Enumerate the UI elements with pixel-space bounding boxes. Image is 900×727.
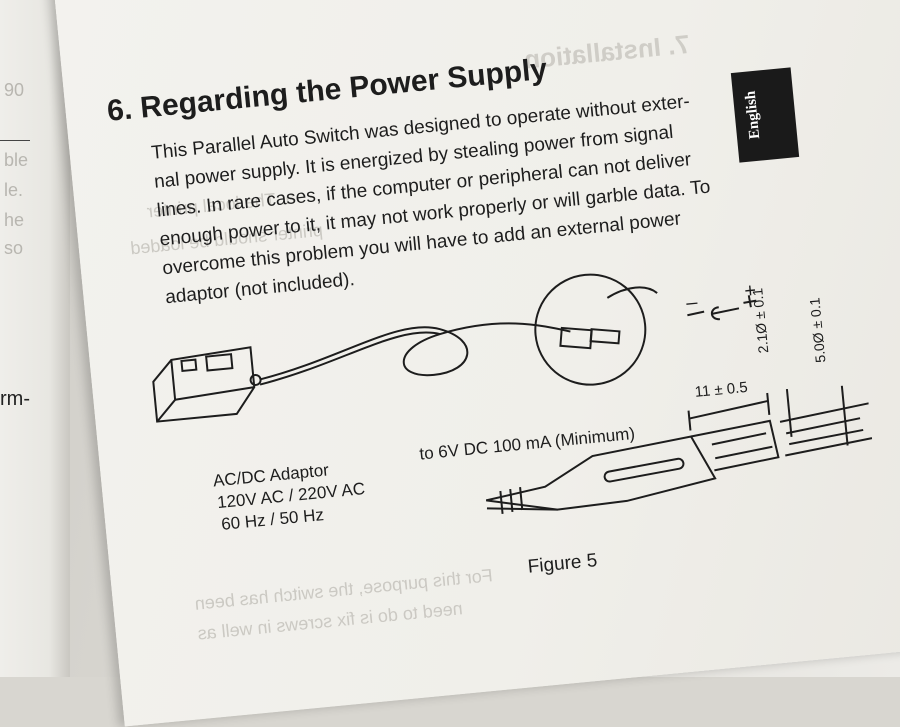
page-content: 7. Installation a. The local printer pri…: [52, 0, 873, 657]
adaptor-box-drawing: [152, 346, 262, 423]
bleed-through-text: ble: [4, 150, 29, 170]
divider: [0, 140, 30, 141]
cable-drawing: [259, 322, 571, 381]
bleed-through-text: he: [4, 210, 25, 230]
figure-5: AC/DC Adaptor 120V AC / 220V AC 60 Hz / …: [136, 234, 881, 602]
bleed-through-text: so: [4, 238, 24, 258]
bleed-through-heading: 7. Installation: [522, 28, 691, 75]
left-page: 90 ble le. he so rm-: [0, 0, 70, 677]
polarity-minus: –: [685, 291, 699, 315]
plug-dimension-drawing: [485, 385, 873, 514]
bleed-through-text: le.: [4, 180, 24, 200]
plug-magnifier: [534, 273, 647, 386]
left-page-fragment: rm-: [0, 388, 30, 410]
bleed-through-text: 90: [4, 80, 25, 100]
adaptor-diagram: [152, 273, 873, 514]
